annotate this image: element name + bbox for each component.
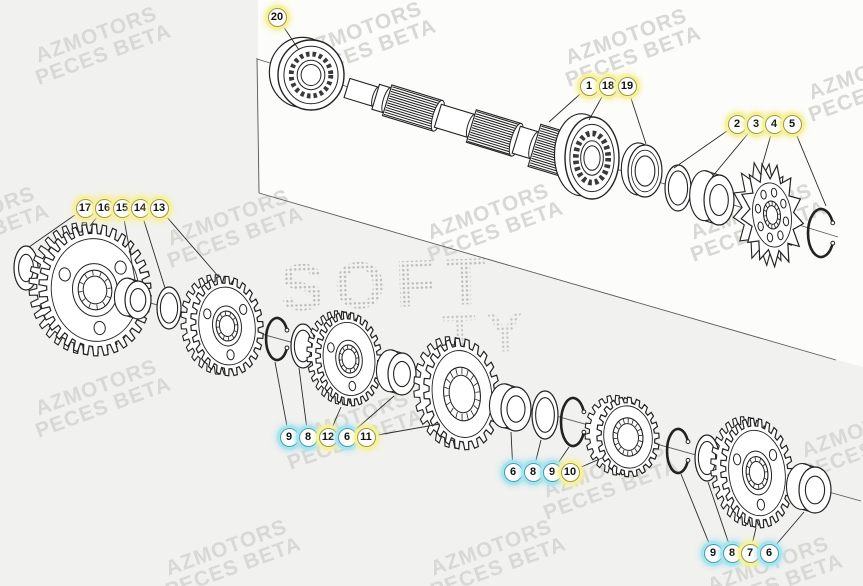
callout-12[interactable]: 12 (318, 427, 338, 447)
callout-line-13 (165, 216, 219, 277)
part-8c-washer (694, 434, 720, 482)
callout-line-18 (588, 95, 604, 121)
part-15-bushing (113, 277, 152, 320)
part-9a-circlip (264, 316, 290, 362)
callout-line-14 (142, 218, 166, 289)
callout-9[interactable]: 9 (279, 427, 299, 447)
callout-line-10 (579, 457, 603, 469)
callout-19[interactable]: 19 (617, 76, 637, 96)
callout-17[interactable]: 17 (75, 198, 95, 218)
callout-line-9 (557, 446, 570, 464)
part-16-gear (28, 222, 152, 357)
frame-line (256, 57, 260, 194)
callout-8[interactable]: 8 (298, 427, 318, 447)
callout-line-11 (376, 423, 441, 436)
callout-7[interactable]: 7 (740, 543, 760, 563)
part-13-sliding-gear (180, 274, 264, 377)
part-20-ball-bearing (268, 36, 345, 111)
callout-line-19 (629, 96, 647, 145)
callout-3[interactable]: 3 (746, 114, 766, 134)
callout-line-8 (535, 439, 542, 462)
part-10-sliding-gear (584, 394, 660, 478)
callout-14[interactable]: 14 (130, 198, 150, 218)
callout-line-7 (752, 527, 757, 543)
callout-4[interactable]: 4 (764, 114, 784, 134)
callout-15[interactable]: 15 (112, 198, 132, 218)
callout-6[interactable]: 6 (759, 543, 779, 563)
callout-line-2 (673, 129, 729, 169)
part-2-shim-washer (664, 164, 692, 212)
callout-line-6 (775, 511, 805, 545)
part-3-spacer-bushing (689, 170, 735, 226)
callout-8[interactable]: 8 (722, 543, 742, 563)
callout-line-6 (354, 395, 395, 431)
callout-line-9 (274, 361, 288, 427)
callout-5[interactable]: 5 (782, 114, 802, 134)
callout-18[interactable]: 18 (598, 76, 618, 96)
callout-line-3 (711, 132, 750, 178)
callout-8[interactable]: 8 (523, 462, 543, 482)
callout-16[interactable]: 16 (94, 198, 114, 218)
callout-line-1 (548, 93, 582, 123)
callout-line-6 (510, 431, 513, 462)
part-4-front-sprocket (732, 161, 805, 269)
part-1-secondary-shaft (343, 77, 582, 179)
part-6c-bushing (785, 462, 832, 514)
callout-6[interactable]: 6 (503, 462, 523, 482)
part-5-circlip (806, 207, 836, 259)
callout-1[interactable]: 1 (579, 76, 599, 96)
part-8b-washer (531, 390, 559, 440)
callout-line-17 (28, 213, 77, 248)
part-12-gear (306, 310, 383, 407)
callout-line-8 (707, 481, 729, 543)
callout-9[interactable]: 9 (703, 543, 723, 563)
callout-13[interactable]: 13 (149, 198, 169, 218)
callout-2[interactable]: 2 (727, 114, 747, 134)
part-7-gear (710, 416, 794, 529)
part-9c-circlip (665, 427, 691, 475)
callout-line-12 (331, 406, 342, 428)
part-9b-circlip (559, 396, 587, 448)
part-19-spacer-ring (620, 142, 663, 198)
part-6a-bushing (375, 349, 417, 396)
callout-line-8 (298, 367, 308, 427)
part-11-gear (413, 336, 501, 451)
callout-line-4 (761, 134, 772, 167)
part-6b-bushing (488, 383, 532, 432)
callout-line-16 (89, 216, 98, 227)
frame-line (258, 192, 837, 361)
part-18-ball-bearing (553, 113, 620, 200)
callout-9[interactable]: 9 (542, 462, 562, 482)
callout-line-5 (795, 133, 827, 207)
callout-line-9 (680, 473, 710, 543)
callout-6[interactable]: 6 (337, 427, 357, 447)
callout-line-20 (282, 25, 300, 51)
callout-10[interactable]: 10 (560, 462, 580, 482)
callout-20[interactable]: 20 (267, 7, 287, 27)
callout-line-15 (123, 218, 136, 281)
part-14-washer (156, 286, 182, 330)
callout-11[interactable]: 11 (356, 427, 376, 447)
